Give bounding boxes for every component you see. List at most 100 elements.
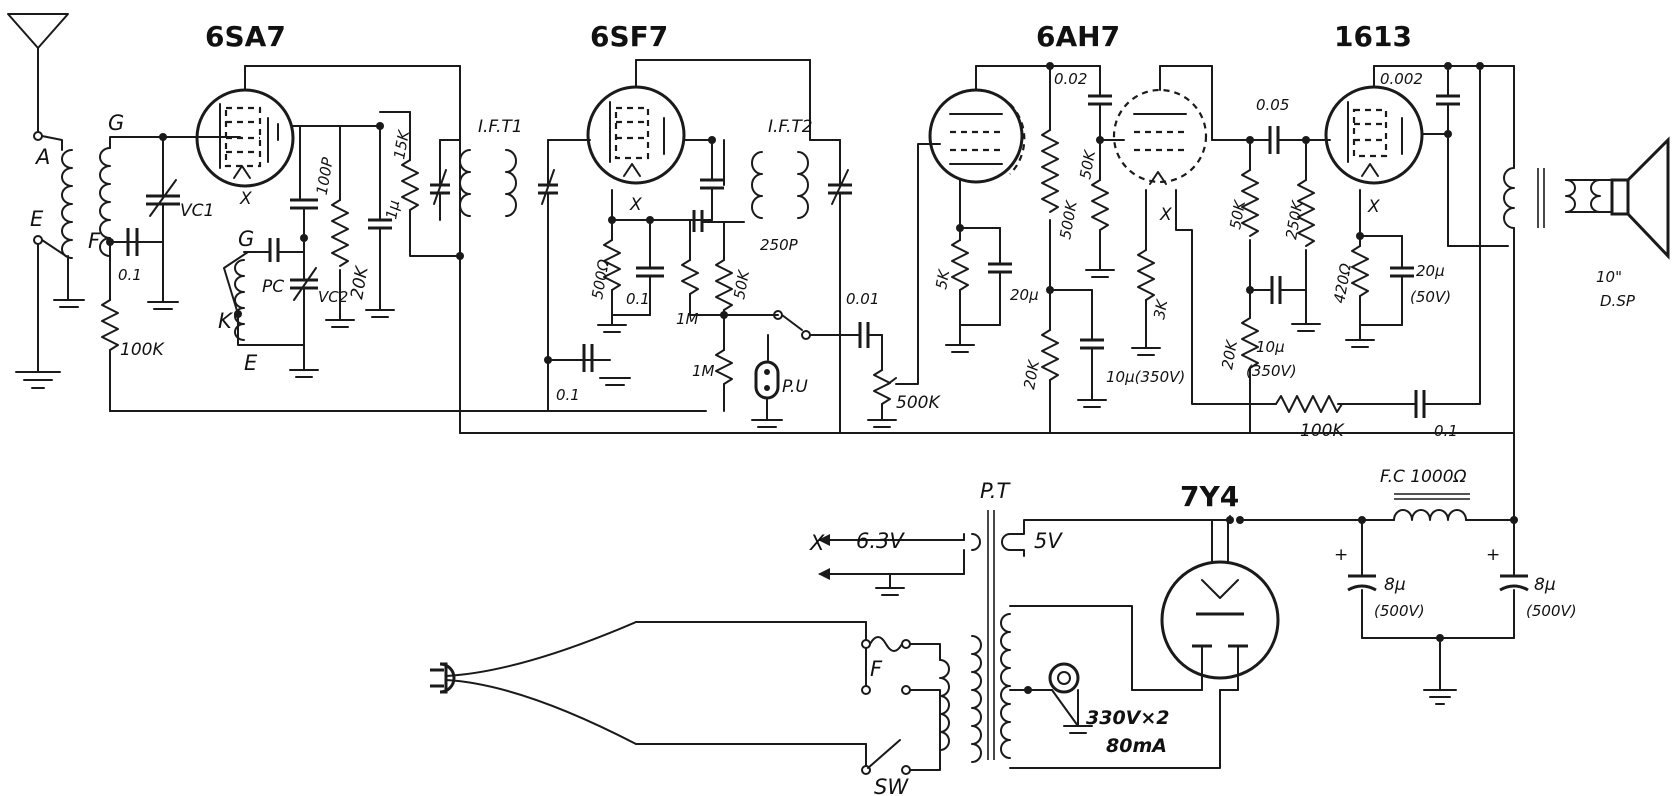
c-100p [290, 198, 318, 210]
r-50k-a-label: 50K [1076, 148, 1099, 181]
speaker-icon [1610, 136, 1670, 260]
ground-symbol-2 [147, 301, 179, 310]
r-420-label: 420Ω [1330, 262, 1355, 305]
speaker-label: D.SP [1600, 292, 1636, 310]
tube-6sa7-label: 6SA7 [205, 20, 286, 53]
resistor-50k-scr [715, 259, 733, 311]
heater-x-6sf7: X [629, 195, 642, 215]
antenna-coil-primary [61, 149, 73, 259]
fuse-label: F [870, 657, 883, 681]
ift1-label: I.F.T1 [478, 117, 523, 137]
ac-plug-icon [430, 621, 637, 745]
c-8u-a-volt: (500V) [1374, 602, 1425, 620]
pickup-label: P.U [782, 377, 808, 397]
ground-symbol-12 [1131, 347, 1161, 356]
resistor-20k-b [1241, 317, 1259, 369]
resistor-20k-osc [331, 199, 349, 267]
c-scr-bypass [700, 178, 724, 190]
c-01-fb [1414, 390, 1426, 418]
r-100k-ant-label: 100K [120, 340, 165, 360]
terminal-e [33, 235, 43, 245]
c-1u [368, 218, 392, 230]
c-0002 [1436, 94, 1460, 106]
resistor-100k-fb [1275, 395, 1343, 413]
ift2-transformer [723, 139, 852, 231]
c-001-label: 0.01 [846, 290, 879, 308]
ground-symbol-16 [1063, 725, 1093, 734]
tube-6ah7-b [1112, 65, 1208, 185]
c-01-avc-label: 0.1 [556, 386, 580, 404]
r-3k-label: 3K [1150, 297, 1171, 320]
hv-current-label: 80mA [1106, 735, 1167, 757]
choke-label: F.C 1000Ω [1380, 467, 1467, 487]
resistor-20k-a [1041, 329, 1059, 381]
c-100p-label: 100P [313, 155, 337, 196]
ground-symbol-antenna [15, 371, 61, 389]
ground-symbol-6 [597, 324, 627, 333]
c-1u-label: 1μ [382, 199, 403, 221]
resistor-50k-b [1241, 169, 1259, 237]
resistor-500ohm [603, 239, 621, 291]
r-500ohm-label: 500Ω [588, 258, 613, 301]
r-50k-scr-label: 50K [730, 268, 753, 301]
vc2-label: VC2 [318, 288, 348, 306]
tube-1613-label: 1613 [1334, 20, 1412, 53]
ground-symbol-4 [325, 319, 355, 328]
resistor-500k [1041, 129, 1059, 213]
c-20u-b [1390, 266, 1414, 278]
ground-symbol-8 [867, 419, 897, 428]
heater-x-label: X [809, 531, 825, 555]
r-100k-fb-label: 100K [1300, 421, 1345, 441]
c-8u-b [1499, 574, 1529, 592]
c-005-label: 0.05 [1256, 96, 1289, 114]
resistor-5k [951, 239, 969, 291]
vc1-label: VC1 [180, 201, 214, 221]
resistor-1m-b [715, 349, 733, 385]
r-1m-b-label: 1M [692, 362, 715, 380]
c-005 [1268, 126, 1280, 154]
pilot-lamp-icon [1048, 662, 1080, 694]
output-transformer [1479, 65, 1611, 247]
ground-symbol-13 [1291, 323, 1321, 332]
c-8u-b-volt: (500V) [1526, 602, 1577, 620]
c-8u-a [1347, 574, 1377, 592]
tube-6ah7-a [928, 65, 1024, 184]
ground-symbol-11 [1077, 399, 1107, 408]
heater-x-6sa7: X [239, 189, 252, 209]
ground-symbol-15 [875, 587, 905, 596]
c-20u-a [988, 262, 1012, 274]
tube-6ah7-label: 6AH7 [1036, 20, 1120, 53]
ground-symbol-5 [365, 309, 395, 318]
c-002-label: 0.02 [1054, 70, 1087, 88]
ground-symbol-17 [1423, 689, 1457, 705]
c-8u-b-label: 8μ [1534, 575, 1556, 595]
ground-symbol-7 [599, 377, 631, 386]
terminal-k-label: K [218, 309, 234, 333]
ground-symbol-9 [945, 344, 975, 353]
ground-symbol-10 [1085, 269, 1115, 278]
v5-label: 5V [1034, 529, 1063, 553]
c-002 [1088, 94, 1112, 106]
pt-label: P.T [980, 479, 1011, 503]
terminal-f-label: F [88, 229, 101, 253]
c-20u-b-label: 20μ [1416, 262, 1445, 280]
v63-label: 6.3V [856, 529, 905, 553]
pc-label: PC [262, 277, 284, 297]
terminal-g-label: G [108, 111, 124, 135]
terminal-g2-label: G [238, 227, 254, 251]
c-8u-a-label: 8μ [1384, 575, 1406, 595]
ift1-transformer [430, 139, 558, 225]
ground-symbol-3 [289, 369, 319, 378]
ground-symbol-14 [1345, 339, 1375, 348]
r-20k-b-label: 20K [1218, 338, 1241, 371]
speaker-size-label: 10" [1596, 268, 1622, 286]
heater-x-1613: X [1367, 197, 1380, 217]
c-0.1-bypass [126, 228, 139, 256]
c-8u-a-plus: + [1334, 545, 1348, 565]
resistor-250k [1297, 179, 1315, 247]
c-10u-a-label: 10μ(350V) [1106, 368, 1185, 386]
r-50k-b-label: 50K [1226, 198, 1249, 231]
c-pc [268, 238, 280, 262]
r-15k-label: 15K [390, 128, 413, 161]
